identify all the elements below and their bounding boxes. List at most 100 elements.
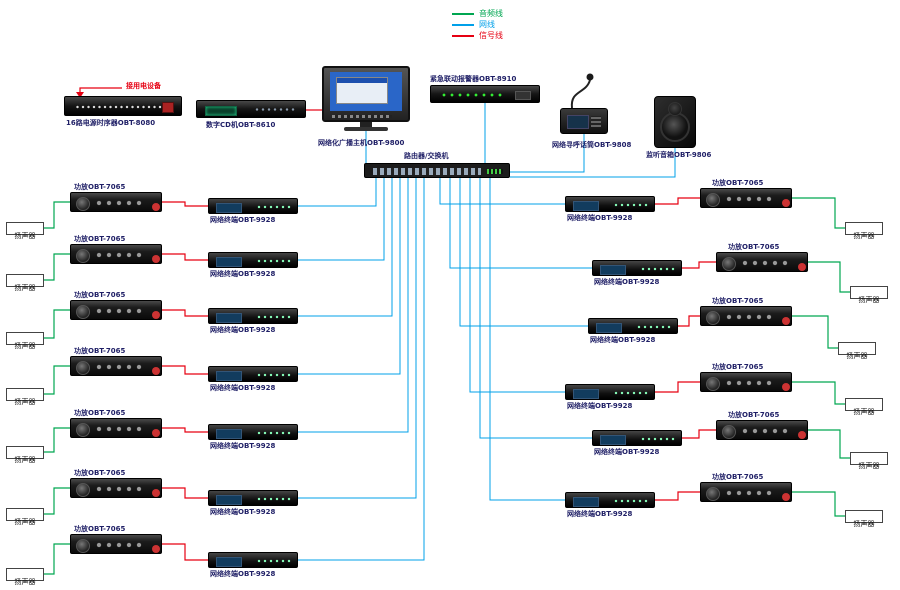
wire [44,309,70,339]
speaker-label: 扬声器 [14,518,36,526]
wire [44,487,70,515]
amplifier-device [70,478,162,498]
amplifier-label: 功放OBT-7065 [74,291,126,299]
wire [162,427,208,433]
audio-line-swatch [452,12,474,15]
power-sequencer-device [64,96,182,116]
speaker-label: 扬声器 [14,284,36,292]
wire [298,178,401,375]
wire [682,429,716,439]
speaker-box: 扬声器 [6,388,44,406]
network-terminal-device [208,198,298,214]
wire [162,365,208,375]
amplifier-device [70,534,162,554]
paging-mic-label: 网络寻呼话筒OBT-9808 [552,141,632,149]
wire [792,491,845,517]
speaker-label: 扬声器 [846,352,868,360]
legend-row-audio: 音频线 [452,8,503,19]
host-base [344,127,388,131]
speaker-label: 扬声器 [853,520,875,528]
speaker-label: 扬声器 [14,232,36,240]
wire [469,178,565,393]
speaker-box: 扬声器 [6,274,44,292]
amplifier-label: 功放OBT-7065 [74,409,126,417]
amplifier-device [70,356,162,376]
network-terminal-device [208,490,298,506]
network-terminal-label: 网络终端OBT-9928 [210,216,276,224]
monitor-speaker-label: 监听音箱OBT-9806 [646,151,712,159]
wire [678,315,700,327]
amplifier-device [700,188,792,208]
wire [298,178,377,207]
broadcast-host-label: 网络化广播主机OBT-9800 [318,139,405,147]
wire [459,178,588,327]
signal-line-swatch [452,34,474,37]
wire [479,178,592,439]
wire [298,178,417,499]
wire [162,253,208,261]
annotation-arrow-head [76,92,84,98]
amplifier-device [716,420,808,440]
cd-player-label: 数字CD机OBT-8610 [206,121,276,129]
speaker-label: 扬声器 [14,342,36,350]
cd-player-device [196,100,306,118]
network-terminal-label: 网络终端OBT-9928 [567,214,633,222]
amplifier-device [70,418,162,438]
legend-label-audio: 音频线 [479,8,503,18]
network-terminal-label: 网络终端OBT-9928 [210,270,276,278]
wire [682,261,716,269]
host-stand [360,122,372,127]
network-terminal-label: 网络终端OBT-9928 [210,442,276,450]
amplifier-label: 功放OBT-7065 [712,473,764,481]
speaker-label: 扬声器 [14,578,36,586]
network-terminal-label: 网络终端OBT-9928 [210,570,276,578]
amplifier-device [700,482,792,502]
network-terminal-device [208,252,298,268]
annotation-arrow-line [79,87,122,92]
wire [44,543,70,575]
speaker-label: 扬声器 [853,232,875,240]
network-lines [298,103,676,561]
speaker-box: 扬声器 [6,332,44,350]
alarm-linkage-device [430,85,540,103]
wire [298,178,425,561]
wire [449,178,592,269]
amplifier-label: 功放OBT-7065 [74,347,126,355]
speaker-box: 扬声器 [6,508,44,526]
wire [489,178,565,501]
legend: 音频线 网线 信号线 [452,8,503,41]
wire [298,178,409,433]
network-terminal-device [592,430,682,446]
router-switch-label: 路由器/交换机 [404,152,449,160]
speaker-box: 扬声器 [6,222,44,240]
network-terminal-label: 网络终端OBT-9928 [594,278,660,286]
wire [298,178,385,261]
mic-gooseneck [570,73,594,109]
network-terminal-label: 网络终端OBT-9928 [594,448,660,456]
net-line-swatch [452,23,474,26]
wire [44,427,70,453]
speaker-box: 扬声器 [845,398,883,416]
wire [808,429,850,459]
network-terminal-label: 网络终端OBT-9928 [210,326,276,334]
amplifier-label: 功放OBT-7065 [74,469,126,477]
audio-lines [44,197,850,575]
wire [439,178,565,205]
legend-label-signal: 信号线 [479,30,503,40]
gooseneck-path [570,79,591,109]
wire [792,315,838,349]
amplifier-label: 功放OBT-7065 [728,411,780,419]
speaker-box: 扬声器 [850,452,888,470]
network-terminal-device [208,366,298,382]
wire [510,148,676,178]
host-screen [330,72,402,111]
broadcast-host-device [322,66,410,131]
mic-capsule [586,73,594,81]
sequencer-annotation: 接用电设备 [126,82,161,90]
network-terminal-device [592,260,682,276]
speaker-label: 扬声器 [858,296,880,304]
amplifier-device [716,252,808,272]
speaker-box: 扬声器 [845,510,883,528]
